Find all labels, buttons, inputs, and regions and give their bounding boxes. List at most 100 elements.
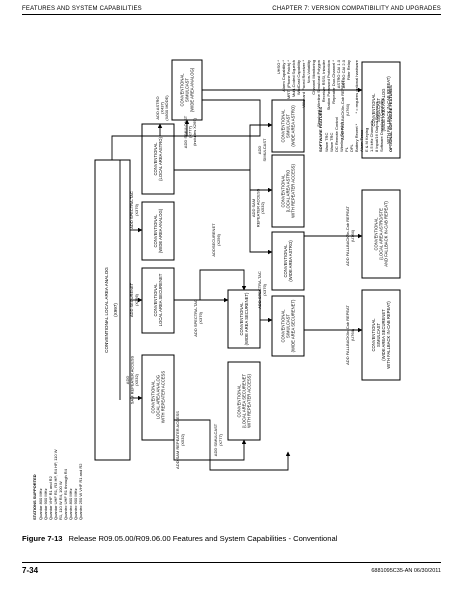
box-main [94,159,131,461]
optional-features-footnote: * = requires optional hardware [354,59,359,113]
node-astro-local-line: (LOCAL AREA ASTRO) [158,136,163,180]
optional-features-item: Wildcard Paced Receiver * [301,60,306,108]
edge-label-add-fb-1-line: ADD FALLBACK/In-Cab REPEAT [345,305,350,365]
node-wide-securenet-line: (WIDE AREA SECURENET) [244,292,249,345]
stations-list-item: Quantro UHF R1 through R4 [63,468,68,520]
running-header-left: Features and System Capabilities [22,6,142,12]
edge-label-add-securenet-2-line: (X256) [216,233,221,246]
figure-caption: Figure 7-13 Release R09.05.00/R09.06.00 F… [22,534,337,543]
node-wide-analog-simulcast-line: CONVENTIONAL [180,73,185,107]
edge-simulcast-3 [249,122,273,170]
edge-label-add-sam-2-line: REPEATER ACCESS [256,188,261,227]
running-header-right: Chapter 7: Version Compatibility and Upg… [272,6,441,12]
optional-features-item: Station Password Protection [326,60,331,110]
edge-label-add-astro-line: ADD ASTRO [155,96,160,119]
node-wide-astro-spectra-line: (WIDE AREA ASTRO) [288,240,293,282]
node-astro-local-line: CONVENTIONAL [153,142,158,176]
edge-label-add-fb-2-line: ADD FALLBACK/In-Cab REPEAT [345,206,350,266]
optional-features-item: ASTRO CAI 1.0 [336,59,341,88]
edge-label-add-sam-line: (X532) [134,373,139,386]
node-wide-astro-simulcast-line: CONVENTIONAL [281,109,286,143]
edge-label-add-fb-2-line: (U764) [350,229,355,242]
edge-label-add-sam-1-line: (X532) [180,433,185,446]
edge-label-add-astro-line: (X437) [160,101,165,114]
edge-label-add-simulcast-3-line: ADD SIMULCAST [213,423,218,456]
edge-label-add-securenet-line: (X256) [134,293,139,306]
optional-features-item: MRTI (Phone Patch) * [286,60,291,99]
stations-list-item: Quantro 800 MHz [68,488,73,520]
node-astro-rep-line: (LOCAL AREA ASTRO [286,169,291,212]
software-features-title: SOFTWARE FEATURES [318,107,323,152]
node-wide-sn-simulcast-line: SIMULCAST [286,314,291,338]
edge-label-add-spectra-tac-2-line: ADD SPECTRA-TAC [193,299,198,337]
stations-list-item: Quantar UHF R1, R3 HP, R4 HP, 110 W [53,449,58,520]
software-features-item: PL [344,146,349,152]
edge-label-add-simulcast-2-line: ADD [257,146,262,155]
edge-label-add-simulcast-1-line: (includes X269) [192,117,197,145]
figure-label: Figure 7-13 [22,534,63,543]
optional-features-item: Filter Relay [346,60,351,80]
node-fb-astro-line: CONVENTIONAL [374,217,379,251]
node-fb-securenet-line: (WIDE AREA SECURENET [381,309,386,361]
edge-label-add-spectra-tac-3-line: (X379) [262,283,267,296]
edge-astro-branch [174,169,273,255]
header-rule [22,14,441,15]
node-fb-analog-line: SIMULCAST [376,98,381,122]
node-local-sn-rep-line: WITH REPEATER ACCESS) [247,374,252,428]
optional-features-item: ASTRO CAI 2.0 [341,59,346,88]
box-wide-sn-simulcast [271,295,305,357]
node-fb-astro-line: (LOCAL AREA ASTRO/STE [379,208,384,260]
software-features-item: 8 Input/16 Output Reference [374,101,379,152]
node-wide-astro-simulcast-line: SIMULCAST [286,114,291,138]
optional-features-item: Multi-Coded Squelch [291,60,296,97]
edge-label-add-simulcast-1-line: ADD SIMULCAST [183,115,188,148]
node-local-sn-rep-line: (LOCAL AREA SECURENET [242,374,247,429]
node-wide-analog-spectra-line: (WIDE AREA ANALOG) [158,208,163,253]
edge-label-add-astro-line: (X800 MODE) [164,95,169,121]
label-main-code: (X997) [113,303,118,317]
node-wide-analog-simulcast-line: (WIDE AREA ANALOG) [190,67,195,112]
optional-features-item: Repeater Duo-Channel * [331,60,336,104]
node-sam-line: LOCAL AREA ANALOG [156,375,161,419]
figure-title: Release R09.05.00/R09.06.00 Features and… [68,534,338,543]
edge-spectra-2 [199,269,247,300]
node-fb-securenet-line: WITH FALLBACK IN-CAB REPEAT) [386,301,391,369]
optional-features-item: WildCard Capability [296,60,301,95]
edge-label-add-spectra-tac-1-line: ADD SPECTRA-TAC [129,191,134,229]
edge-label-add-spectra-tac-1-line: (X379) [134,203,139,216]
edge-label-add-fb-1-line: (U764) [350,328,355,341]
node-wide-astro-spectra-line: CONVENTIONAL [283,244,288,278]
stations-list-item: Quantro 250 W VHF R1 and R2 [78,463,83,520]
optional-features-item: Non-Volatility [306,60,311,83]
footer-rule [22,562,441,563]
stations-list-item: R1, 110 W R4, 100 W [58,481,63,520]
node-local-sn-rep-line: CONVENTIONAL [237,384,242,418]
edge-label-add-sam-2-line: ADD SAM [251,199,256,217]
edge-label-add-sam-2-line: (X532) [260,201,265,214]
edge-main-spine [111,99,261,160]
edge-label-add-securenet-line: ADD SECURENET [129,282,134,317]
optional-features-item: Channel Monitoring [311,60,316,95]
node-astro-rep-line: WITH REPEATER ACCESS) [291,164,296,218]
software-features-item: Battery Revert * [354,123,359,152]
edge-label-add-securenet-2-line: ADDSECURENET [211,223,216,257]
stations-list-title: STATIONS SUPPORTED [32,474,37,520]
edge-label-add-spectra-tac-3-line: ADD SPECTRA-TAC [257,271,262,309]
software-features-item: Wireline Squelch [339,122,344,152]
optional-features-item: Alarm Capability * [281,60,286,92]
edge-label-add-sam-1-line: ADD SAM REPEATER ACCESS [175,411,180,469]
software-features-item: Alarm Tones [359,130,364,152]
software-features-item: DPL [349,143,354,152]
edge-label-add-simulcast-1-line: (X777) [188,125,193,138]
optional-features-item: UHSO * [276,60,281,75]
software-features-item: DC Remote Control [334,117,339,152]
stations-list-item: Quantar 900 MHz [43,488,48,520]
node-securenet-line: LOCAL AREA SECURENET [158,273,163,326]
edge-label-add-spectra-tac-2-line: (X379) [198,311,203,324]
node-wide-astro-simulcast-line: (WIDE AREA ASTRO) [291,105,296,147]
software-features-item: 1.5 kHz Channels [369,120,374,152]
edge-label-add-simulcast-3-line: (X777) [218,433,223,446]
software-features-item: E & M Keying [364,128,369,152]
stations-list-item: Quantar 800 MHz [38,488,43,520]
stations-list-item: Quantar VHF R1 and R2 [48,475,53,520]
